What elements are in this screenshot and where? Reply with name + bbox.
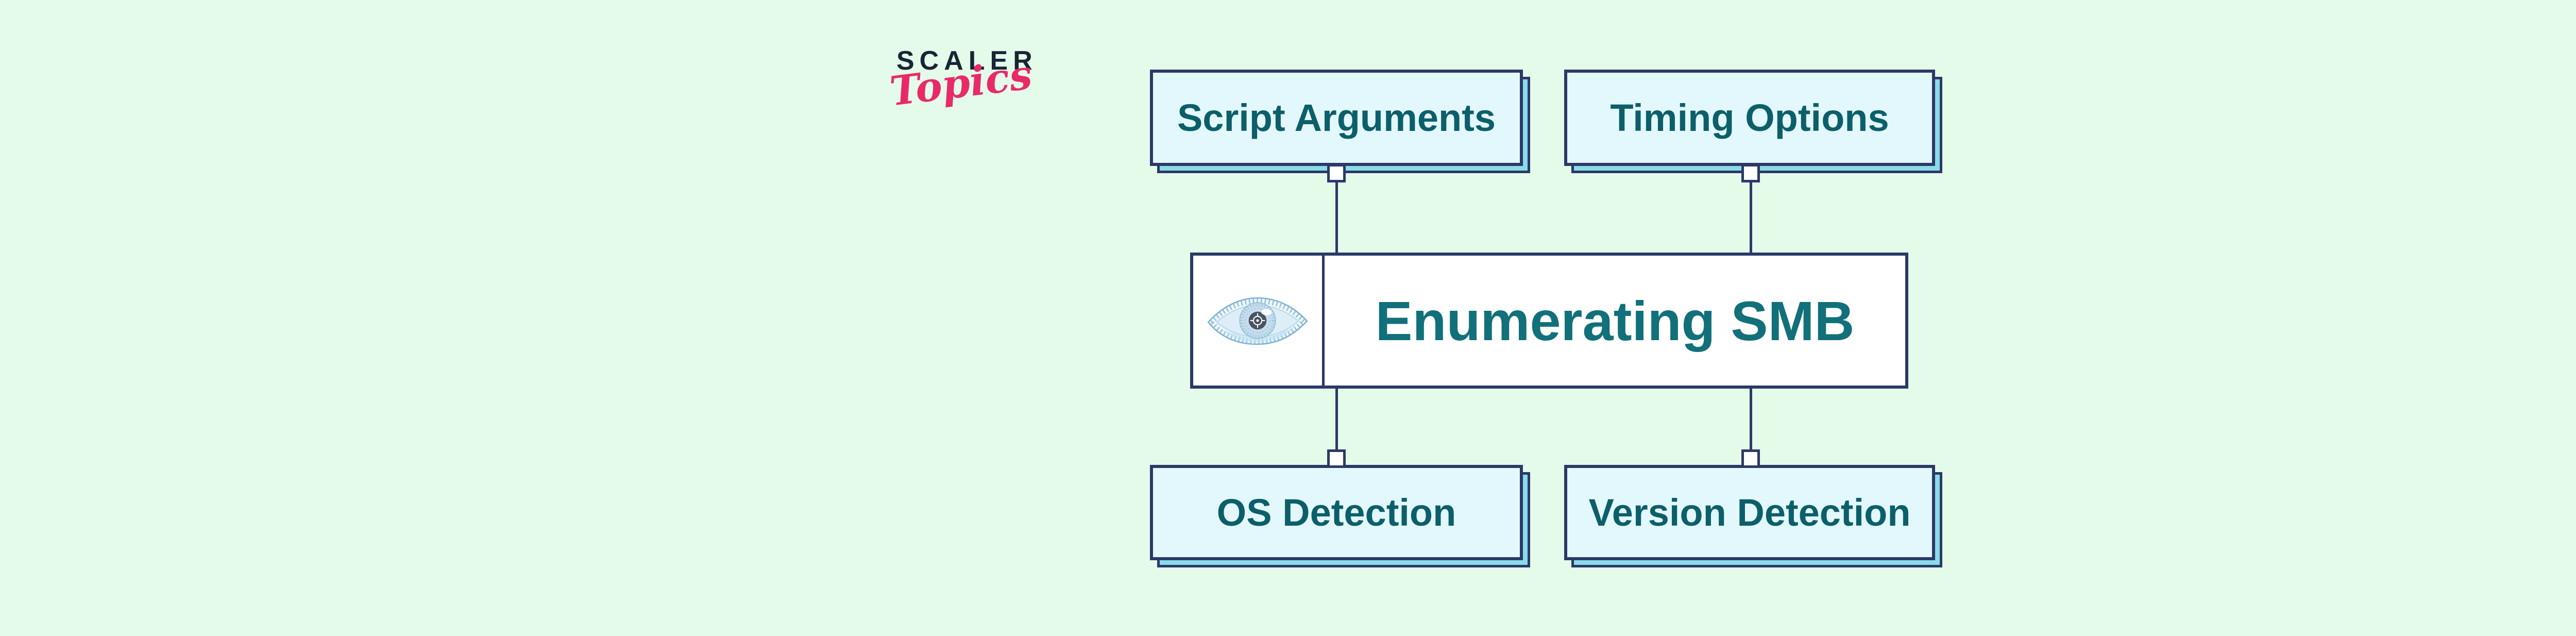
node-label: Version Detection xyxy=(1588,491,1911,534)
node-label: OS Detection xyxy=(1216,491,1456,534)
connector-square-top-right xyxy=(1741,164,1760,182)
node-face: Version Detection xyxy=(1564,465,1935,560)
node-script-arguments: Script Arguments xyxy=(1150,70,1530,173)
node-version-detection: Version Detection xyxy=(1564,465,1942,567)
node-timing-options: Timing Options xyxy=(1564,70,1942,173)
connector-line-top-left xyxy=(1335,180,1338,254)
connector-square-bottom-right xyxy=(1741,449,1760,468)
node-label: Script Arguments xyxy=(1177,96,1496,139)
center-icon-cell xyxy=(1193,256,1325,386)
logo-brand-text: SCALER xyxy=(896,46,1038,76)
connector-square-bottom-left xyxy=(1327,449,1346,468)
node-face: Timing Options xyxy=(1564,70,1935,166)
connector-line-bottom-right xyxy=(1750,381,1752,453)
node-os-detection: OS Detection xyxy=(1150,465,1530,567)
scaler-topics-logo: SCALER Topics xyxy=(887,46,1038,115)
connector-line-top-right xyxy=(1750,180,1752,254)
center-title-cell: Enumerating SMB xyxy=(1325,256,1905,386)
connector-line-bottom-left xyxy=(1335,381,1338,453)
node-label: Timing Options xyxy=(1610,96,1889,139)
connector-square-top-left xyxy=(1327,164,1346,182)
node-face: Script Arguments xyxy=(1150,70,1523,166)
center-title: Enumerating SMB xyxy=(1375,289,1855,352)
eye-icon xyxy=(1207,297,1308,345)
node-face: OS Detection xyxy=(1150,465,1523,560)
center-box-enumerating-smb: Enumerating SMB xyxy=(1190,253,1908,389)
